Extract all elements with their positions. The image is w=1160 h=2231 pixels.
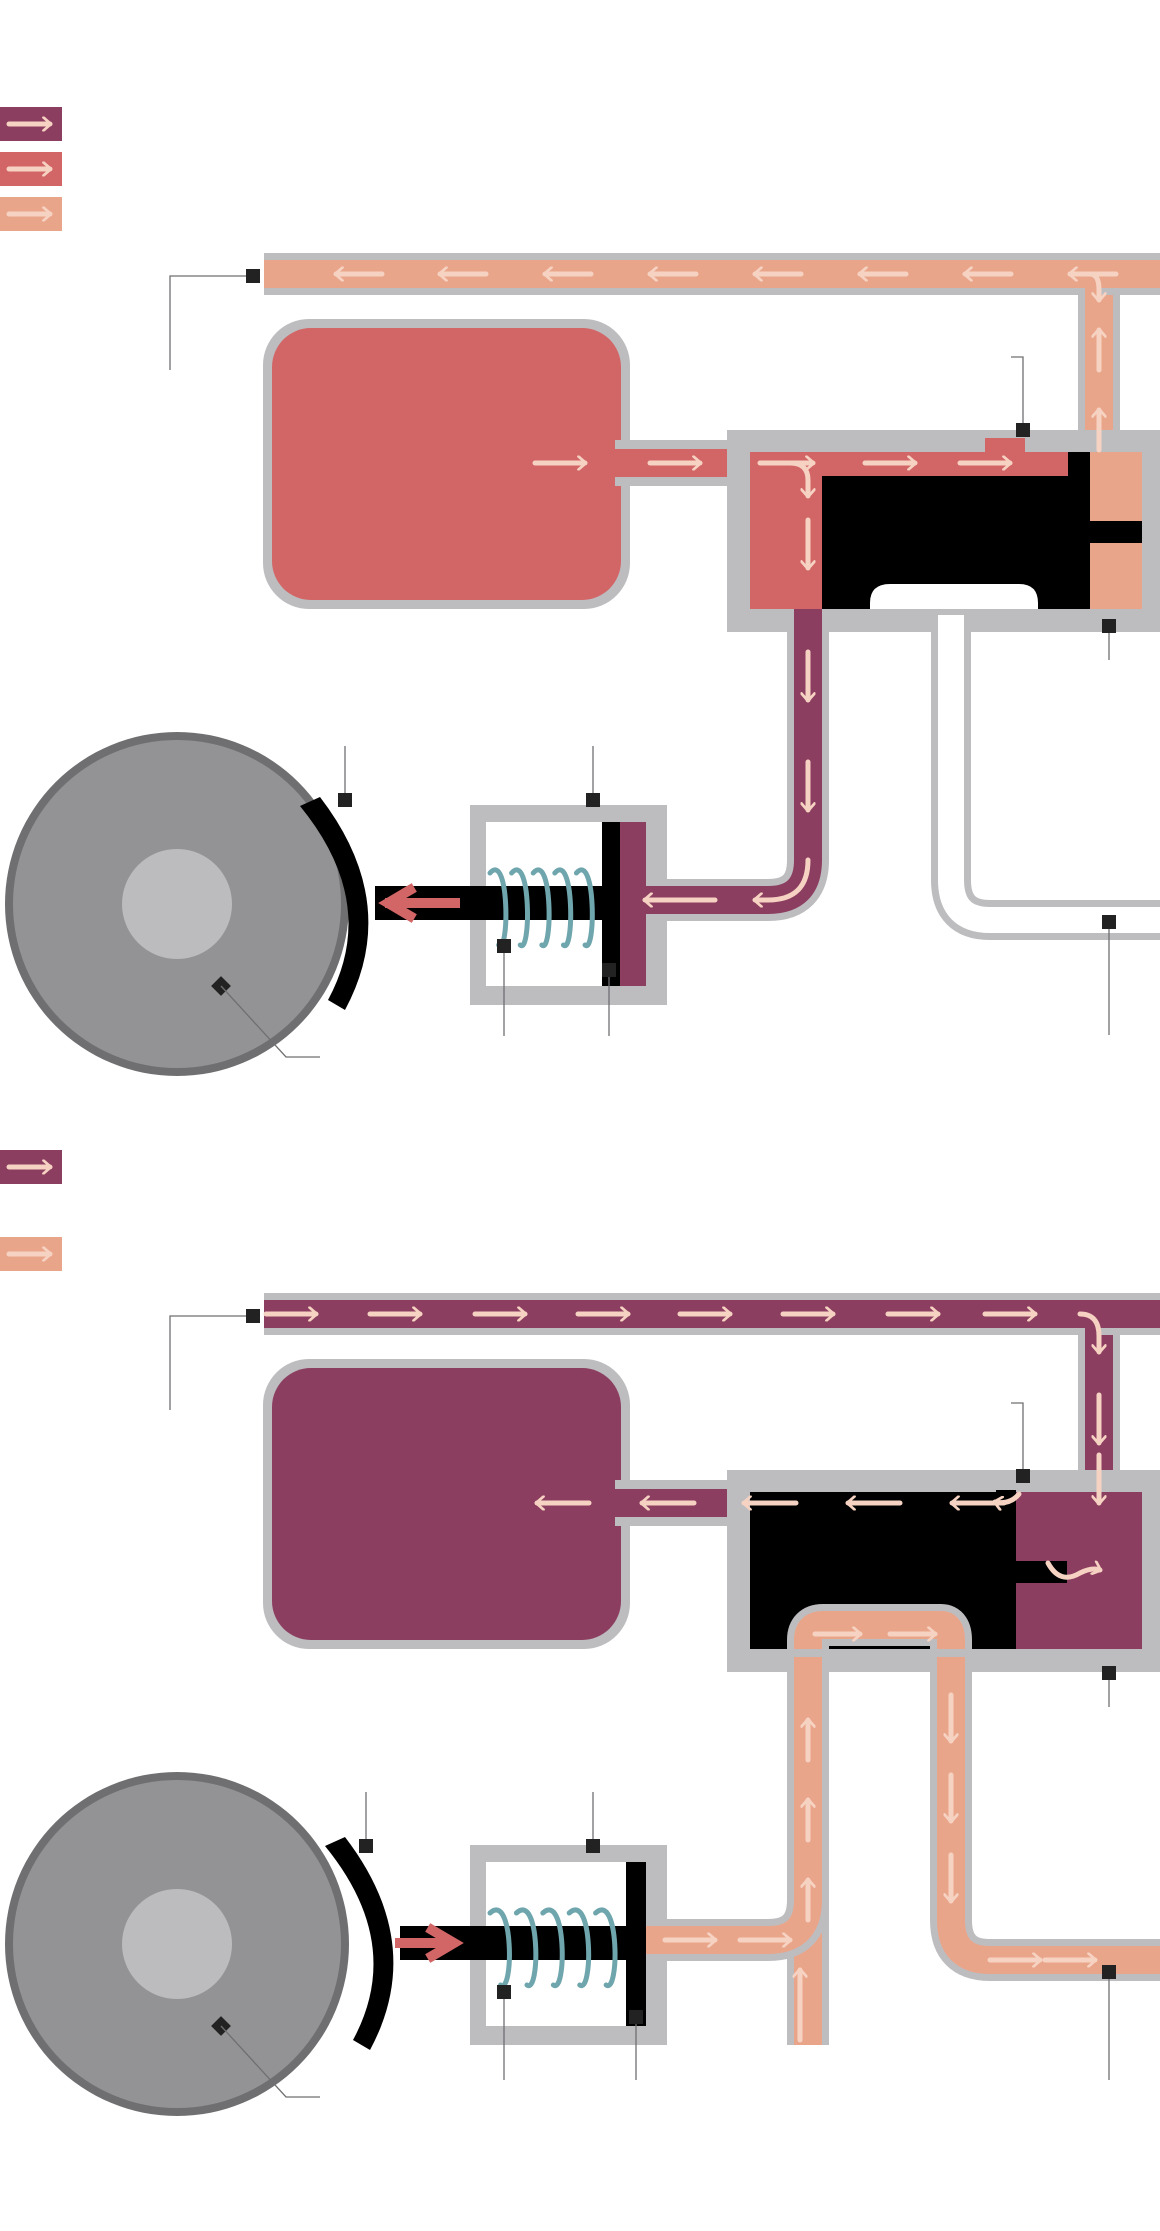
flow-arrow-icon: [757, 460, 808, 499]
exhaust-port: [870, 584, 1038, 609]
brake-piston: [602, 822, 620, 986]
top-legend-item-medium: [0, 152, 62, 186]
valve-marker: [1016, 423, 1030, 437]
brake-shoe: [325, 1837, 394, 2050]
valve-bottom-edge: [786, 1649, 973, 1657]
flow-arrow-icon: [752, 857, 811, 900]
train-pipe-marker: [246, 269, 260, 283]
shoe-marker: [359, 1839, 373, 1853]
return-spring: [487, 867, 595, 948]
brake-cylinder-feed: [646, 1660, 822, 1954]
flow-arrow-icon: [1077, 1311, 1099, 1355]
valve-marker: [1016, 1469, 1030, 1483]
piston-head: [996, 1490, 1016, 1649]
piston-marker: [602, 963, 616, 977]
leader-line: [169, 275, 246, 370]
exhaust-pipe-casing: [931, 609, 1160, 940]
bottom-legend-item-high: [0, 1150, 62, 1184]
leader-line: [220, 2025, 320, 2098]
piston-marker: [629, 2010, 643, 2024]
bottom-legend-item-low: [0, 1237, 62, 1271]
brake-piston: [626, 1862, 646, 2026]
cylinder-marker: [586, 1839, 600, 1853]
exhaust-pipe-cap: [930, 609, 972, 615]
leader-line: [1011, 1402, 1024, 1469]
piston-head: [1068, 452, 1090, 492]
exhaust-pipe: [938, 600, 1160, 933]
leader-line: [169, 1315, 246, 1410]
piston-stem: [1015, 1561, 1067, 1583]
brake-drum-hub: [122, 849, 232, 959]
flow-arrow-icon: [992, 1491, 1022, 1503]
exhaust-marker: [1102, 1965, 1116, 1979]
exhaust-marker: [1102, 915, 1116, 929]
auxiliary-reservoir: [272, 1368, 621, 1640]
leader-line: [1011, 356, 1024, 423]
top-legend-item-high: [0, 107, 62, 141]
rod-motion-arrow-icon: [395, 1923, 464, 1963]
valve-top-port: [985, 438, 1025, 452]
flow-arrow-icon: [1045, 1563, 1103, 1580]
brake-cylinder-feed-casing: [646, 1660, 829, 1961]
leader-line: [220, 985, 320, 1058]
cylinder-marker: [586, 793, 600, 807]
valve-housing-marker: [1102, 1666, 1116, 1680]
top-legend-item-low: [0, 197, 62, 231]
piston-stem: [1090, 521, 1142, 543]
return-spring: [487, 1907, 618, 1988]
exhaust-pipe-casing: [787, 1604, 1160, 2045]
panel-brakes-released: [5, 1293, 1160, 2116]
exhaust-pipe: [794, 1611, 1160, 2045]
train-pipe-marker: [246, 1309, 260, 1323]
brake-shoe: [300, 797, 369, 1010]
valve-housing-marker: [1102, 619, 1116, 633]
brake-drum-hub: [122, 1889, 232, 1999]
auxiliary-reservoir: [272, 328, 621, 600]
shoe-marker: [338, 793, 352, 807]
panel-brakes-applied: [5, 253, 1160, 1076]
spring-marker: [497, 939, 511, 953]
flow-arrow-icon: [1067, 271, 1099, 303]
spring-marker: [497, 1985, 511, 1999]
rod-motion-arrow-icon: [378, 883, 460, 923]
